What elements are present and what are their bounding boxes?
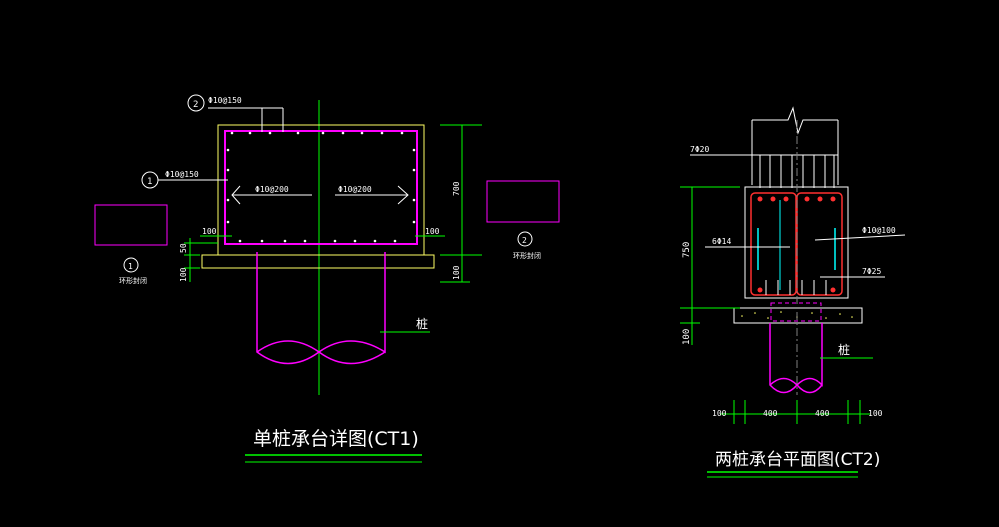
ct2-dim-b4: 100 xyxy=(868,409,883,418)
ct2-dim-b1: 100 xyxy=(712,409,727,418)
ct2-label-top: 7Φ20 xyxy=(690,145,709,154)
ct1-legend-1-box xyxy=(94,204,168,246)
ct2-dim-ticks xyxy=(733,400,861,424)
ct1-dim-cover-left: 100 xyxy=(202,227,217,236)
ct2-pile xyxy=(769,323,823,394)
ct1-rebar-dots xyxy=(226,131,416,243)
ct2-leader-stirrup xyxy=(814,234,906,241)
ct1-arrow-left xyxy=(231,185,241,205)
ct1-label-top-rebar: Φ10@150 xyxy=(208,96,242,105)
ct1-pile xyxy=(256,252,386,365)
ct2-column-bars xyxy=(759,155,835,188)
ct1-legend-2-box xyxy=(486,180,560,223)
ct1-label-side-rebar: Φ10@150 xyxy=(165,170,199,179)
ct2-rebar-dots xyxy=(757,196,836,293)
ct1-legend-1-text: 环形封闭 xyxy=(119,276,147,285)
ct1-rebar-cage xyxy=(224,130,418,245)
ct1-label-bottom-left: Φ10@200 xyxy=(255,185,289,194)
ct2-bottom-ticks xyxy=(765,280,827,295)
ct2-group: 7Φ20 6Φ14 Φ10@100 7Φ25 xyxy=(680,106,906,478)
ct1-dim-left-50: 50 xyxy=(179,243,188,253)
ct1-group: Φ10@200 Φ10@200 1 Φ10@150 2 Φ10@150 桩 70… xyxy=(94,94,560,463)
ct2-dim-750: 750 xyxy=(682,242,692,258)
ct2-hoop-left xyxy=(750,192,797,296)
ct2-base-hatch xyxy=(741,311,853,319)
ct1-legend-2-text: 环形封闭 xyxy=(513,251,541,260)
ct1-dim-right-100: 100 xyxy=(452,265,461,280)
ct1-dim-left-100: 100 xyxy=(179,267,188,282)
ct2-label-stirrup: Φ10@100 xyxy=(862,226,896,235)
ct1-dim-700: 700 xyxy=(452,181,461,196)
ct2-title: 两桩承台平面图(CT2) xyxy=(715,450,880,470)
ct2-pile-break xyxy=(769,377,823,394)
ct1-pile-break xyxy=(256,340,386,365)
ct1-legend-1-num: 1 xyxy=(128,262,133,271)
ct2-base xyxy=(733,307,863,324)
ct2-dim-100: 100 xyxy=(682,329,692,345)
ct2-label-mid-left: 6Φ14 xyxy=(712,237,731,246)
ct2-pile-top-dashed xyxy=(770,302,822,322)
ct1-base xyxy=(201,254,435,269)
ct1-dim-cover-right: 100 xyxy=(425,227,440,236)
ct1-cap-outline xyxy=(217,124,425,256)
ct1-pile-label: 桩 xyxy=(416,316,428,331)
ct1-callout-2-num: 2 xyxy=(193,100,198,110)
ct1-arrow-right xyxy=(397,185,409,205)
ct1-legend-2-circle xyxy=(517,231,533,247)
ct2-pile-label: 桩 xyxy=(838,342,850,357)
ct1-label-bottom-right: Φ10@200 xyxy=(338,185,372,194)
ct1-legend-2-num: 2 xyxy=(522,236,527,245)
ct1-title: 单桩承台详图(CT1) xyxy=(253,428,419,450)
ct2-label-bottom: 7Φ25 xyxy=(862,267,881,276)
ct2-break-line xyxy=(752,106,838,135)
ct2-dim-b3: 400 xyxy=(815,409,830,418)
ct1-callout-2-circle xyxy=(187,94,205,112)
ct1-callout-1-num: 1 xyxy=(147,177,152,187)
ct1-legend-1-circle xyxy=(123,257,139,273)
ct2-dim-b2: 400 xyxy=(763,409,778,418)
